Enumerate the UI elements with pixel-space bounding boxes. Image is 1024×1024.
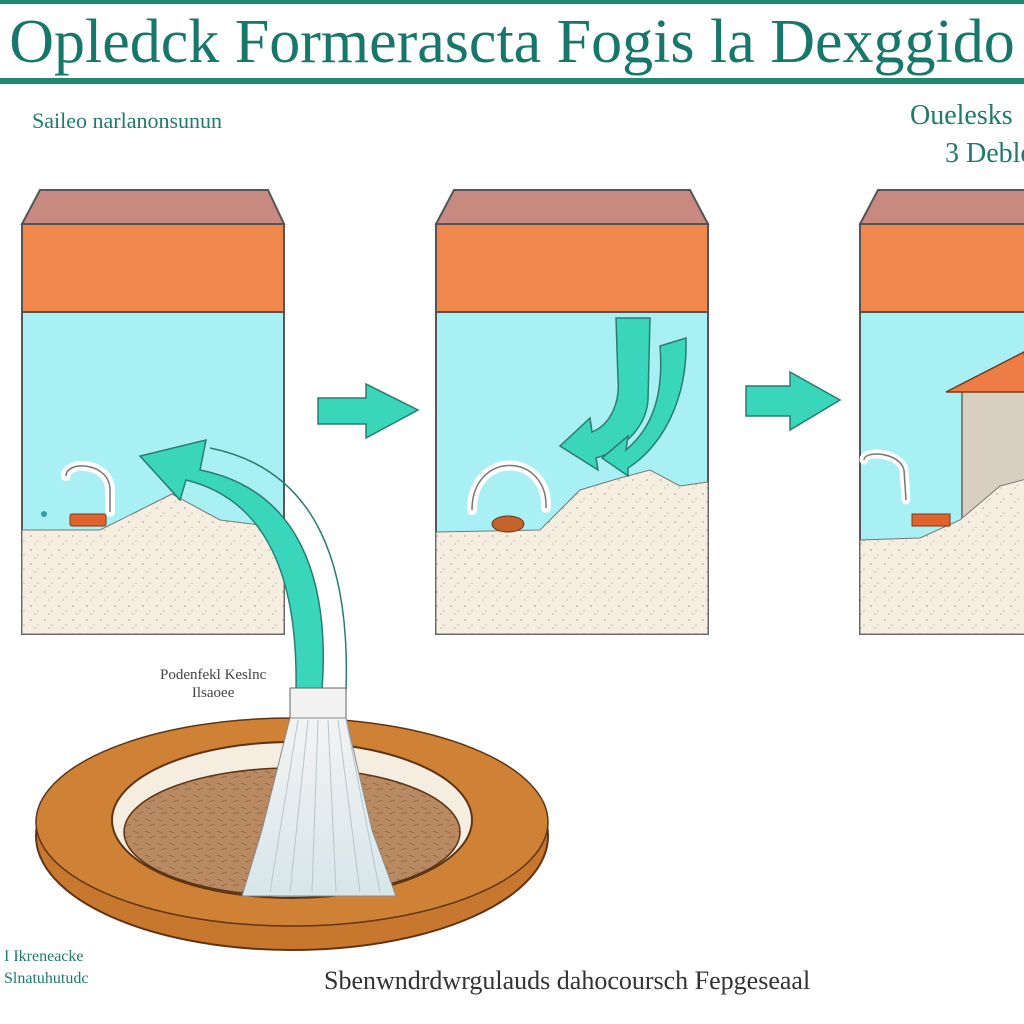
mid-label-line2: Ilsaoee — [191, 685, 235, 701]
panel-2-band — [435, 223, 709, 313]
top-right-label-line2: 3 Deble — [945, 138, 1024, 169]
drain-cap — [491, 515, 525, 533]
faucet-icon — [467, 460, 552, 515]
panel-3-sand — [859, 479, 1024, 635]
panel-1-roof — [20, 189, 286, 225]
bottom-left-label-line1: I Ikreneacke — [4, 948, 84, 965]
curved-arrow-down-icon — [558, 317, 651, 472]
arrow-right-icon — [317, 382, 420, 440]
curved-arrow-up-icon — [138, 438, 324, 691]
panel-3-roof — [858, 189, 1024, 225]
panel-2 — [434, 189, 710, 635]
curved-arrow-down-icon-2 — [600, 336, 687, 478]
water-droplet — [41, 511, 47, 517]
panel-1-sand — [21, 493, 285, 635]
panel-1-band — [21, 223, 285, 313]
panel-1 — [20, 189, 286, 635]
pipe-nozzle — [289, 687, 347, 719]
panel-2-roof — [434, 189, 710, 225]
faucet-icon — [61, 460, 115, 527]
curved-arrow-edge — [209, 447, 348, 691]
panel-3 — [858, 189, 1024, 635]
bottom-caption: Sbenwndrdwrgulauds dahocoursch Fepgeseaa… — [324, 966, 811, 995]
top-right-label-line1: Ouelesks — [910, 100, 1013, 131]
panel-2-sand — [435, 469, 709, 635]
page-title: Opledck Formerascta Fogis la Dexggido — [9, 8, 1015, 76]
faucet-base — [69, 513, 107, 527]
faucet-icon — [859, 449, 951, 527]
title-banner: Opledck Formerascta Fogis la Dexggido — [0, 0, 1024, 84]
title-banner-inner — [0, 4, 1024, 78]
mid-label: Podenfekl Keslnc Ilsaoee — [160, 666, 266, 702]
mid-label-line1: Podenfekl Keslnc — [160, 667, 267, 683]
panel-3-band — [859, 223, 1024, 313]
arrow-right-icon-2 — [745, 370, 842, 432]
bottom-left-label: I Ikreneacke Slnatuhutudc — [4, 946, 88, 990]
water-stream — [241, 687, 397, 897]
bottom-left-label-line2: Slnatuhutudc — [4, 970, 89, 987]
pump-box — [911, 513, 951, 527]
top-left-label: Saileo narlanonsunun — [32, 108, 223, 133]
